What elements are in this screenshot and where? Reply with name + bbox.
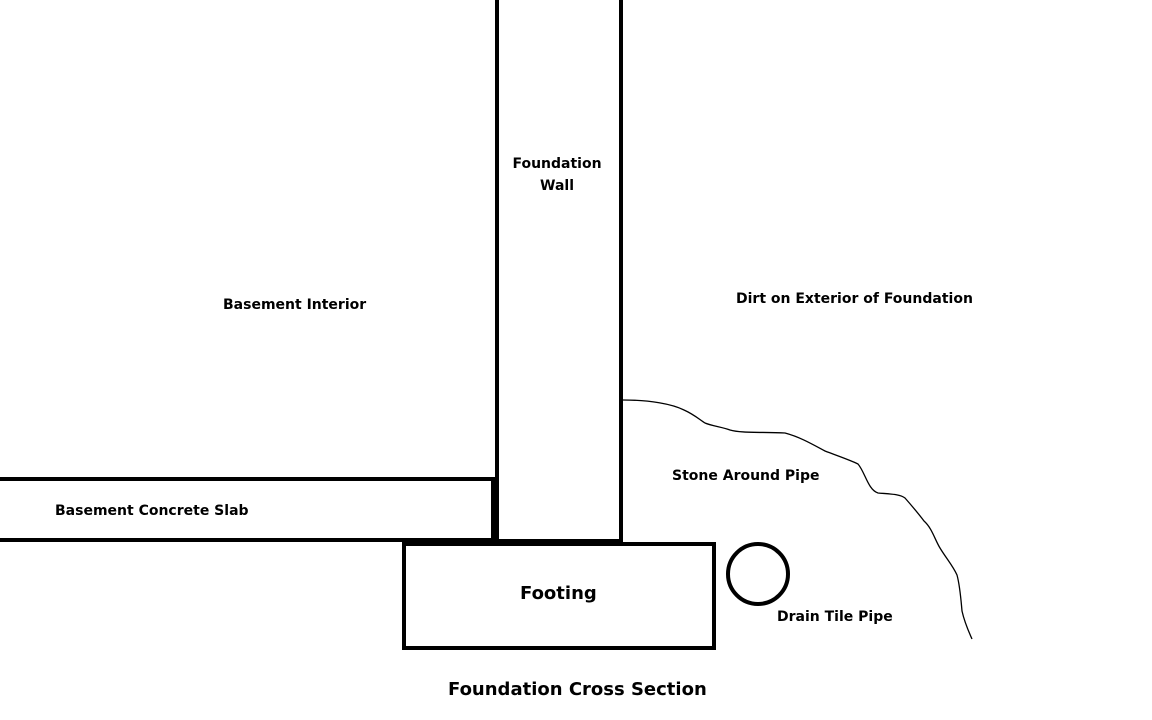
drain-tile-pipe-label: Drain Tile Pipe: [777, 609, 893, 625]
diagram-title: Foundation Cross Section: [448, 679, 707, 700]
drain-tile-pipe: [726, 542, 790, 606]
basement-concrete-slab: [0, 477, 495, 542]
footing-label: Footing: [520, 583, 597, 604]
basement-slab-label: Basement Concrete Slab: [55, 503, 249, 519]
foundation-wall-label-line2: Wall: [540, 178, 574, 194]
basement-interior-label: Basement Interior: [223, 297, 367, 313]
dirt-exterior-label: Dirt on Exterior of Foundation: [736, 291, 973, 307]
footing: [402, 542, 716, 650]
foundation-wall-label-line1: Foundation: [512, 156, 602, 172]
stone-boundary-line: [622, 399, 973, 640]
foundation-wall-label: Foundation Wall: [492, 153, 622, 197]
stone-around-pipe-label: Stone Around Pipe: [672, 468, 820, 484]
foundation-wall: [495, 0, 623, 543]
